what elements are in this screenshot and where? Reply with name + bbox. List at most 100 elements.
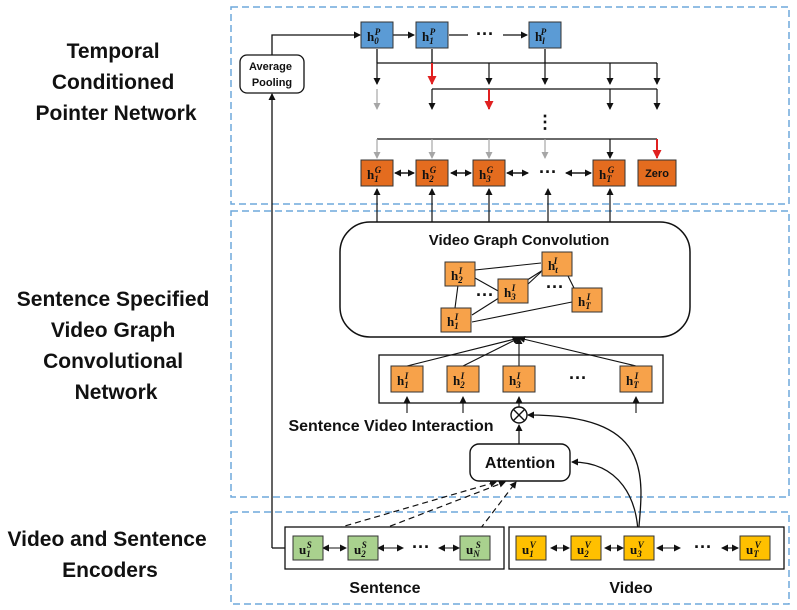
node-box bbox=[571, 287, 603, 313]
attention-box bbox=[469, 443, 571, 482]
pointer-ellipsis: ··· bbox=[476, 24, 494, 44]
section-label-bottom: Video and Sentence Encoders bbox=[7, 528, 212, 582]
node-label: hTI bbox=[626, 371, 639, 390]
node-label: uTV bbox=[746, 540, 762, 559]
zero-node bbox=[637, 159, 677, 187]
video-node: u1V bbox=[515, 535, 547, 561]
sentence-node: uNS bbox=[459, 535, 491, 561]
pointer-network-frame bbox=[230, 6, 790, 205]
node-label: h1I bbox=[447, 312, 459, 331]
node-box bbox=[570, 535, 602, 561]
video-to-attention bbox=[571, 458, 639, 537]
video-node: uTV bbox=[739, 535, 771, 561]
node-label: h3G bbox=[479, 165, 494, 184]
node-label: u1V bbox=[522, 540, 537, 559]
node-label: u1S bbox=[299, 540, 312, 559]
node-label: hTI bbox=[578, 292, 591, 311]
video-node: u2V bbox=[570, 535, 602, 561]
video-label: Video bbox=[609, 580, 653, 597]
sentence-video-interaction-label: Sentence Video Interaction bbox=[288, 418, 493, 435]
interaction-node: h2I bbox=[446, 365, 480, 393]
graph-out-node: h1G bbox=[360, 159, 394, 187]
node-box bbox=[390, 365, 424, 393]
interaction-node: hTI bbox=[619, 365, 653, 393]
inner-edge-1-T bbox=[471, 301, 573, 323]
pointer-node: h0P bbox=[360, 21, 394, 49]
inner-edge-2-1 bbox=[454, 284, 459, 309]
graph-out-node: hTG bbox=[592, 159, 626, 187]
nodes-layer: h0P h1P hlP h1G h2G h3G hTG h2I htI h3I hTI h1I h1I h… bbox=[292, 21, 771, 561]
node-label: h2I bbox=[453, 371, 465, 390]
node-label: h2G bbox=[422, 165, 437, 184]
node-label: h0P bbox=[367, 27, 381, 46]
node-box bbox=[623, 535, 655, 561]
inner-ellipsis-2: ··· bbox=[546, 277, 564, 297]
node-box bbox=[497, 278, 529, 304]
pooling-to-h0 bbox=[271, 31, 361, 55]
node-label: hTG bbox=[599, 165, 615, 184]
graph-inner-node: h1I bbox=[440, 307, 472, 333]
encoders-frame bbox=[230, 511, 790, 605]
section-label-top: Temporal Conditioned Pointer Network bbox=[35, 40, 196, 125]
graph-out-node: h3G bbox=[472, 159, 506, 187]
interaction-node: h1I bbox=[390, 365, 424, 393]
video-to-otimes bbox=[527, 411, 642, 537]
graph-inner-node: h2I bbox=[444, 261, 476, 287]
video-ellipsis: ··· bbox=[694, 537, 712, 557]
inner-ellipsis-1: ··· bbox=[476, 285, 494, 305]
node-box bbox=[440, 307, 472, 333]
video-graph-convolution-title: Video Graph Convolution bbox=[429, 232, 610, 249]
graph-conv-frame bbox=[230, 210, 790, 498]
node-label: u2S bbox=[354, 540, 367, 559]
average-pooling-label: Average Pooling bbox=[249, 61, 295, 89]
node-label: htI bbox=[548, 256, 558, 275]
interaction-to-gconv-2 bbox=[462, 337, 520, 367]
node-label: h1G bbox=[367, 165, 382, 184]
node-box bbox=[592, 159, 626, 187]
pointer-node: hlP bbox=[528, 21, 562, 49]
graph-inner-node: h3I bbox=[497, 278, 529, 304]
inner-edge-2-3 bbox=[474, 277, 501, 293]
node-box bbox=[446, 365, 480, 393]
node-box bbox=[515, 535, 547, 561]
sentence-ellipsis: ··· bbox=[412, 537, 430, 557]
interaction-ellipsis: ··· bbox=[569, 368, 587, 388]
interaction-to-gconv-4 bbox=[518, 335, 637, 367]
node-box bbox=[472, 159, 506, 187]
node-label: u3V bbox=[630, 540, 645, 559]
node-box bbox=[415, 21, 449, 49]
pointer-vertical-ellipsis: ⋮ bbox=[536, 112, 554, 132]
section-label-middle: Sentence Specified Video Graph Convoluti… bbox=[17, 288, 215, 404]
inner-edge-2-t bbox=[474, 262, 542, 271]
node-box bbox=[360, 21, 394, 49]
node-label: hlP bbox=[535, 27, 547, 46]
node-box bbox=[292, 535, 324, 561]
node-box bbox=[619, 365, 653, 393]
interaction-to-gconv-1 bbox=[406, 336, 520, 367]
node-label: h3I bbox=[504, 283, 516, 302]
sentence-node: u2S bbox=[347, 535, 379, 561]
node-box bbox=[541, 251, 573, 277]
otimes-cross-2 bbox=[512, 408, 526, 422]
node-box bbox=[528, 21, 562, 49]
video-node: u3V bbox=[623, 535, 655, 561]
inner-edge-t-3 bbox=[526, 271, 542, 286]
zero-label: Zero bbox=[645, 168, 669, 180]
sentence-label: Sentence bbox=[349, 580, 420, 597]
node-label: h1I bbox=[397, 371, 409, 390]
sentence-node: u1S bbox=[292, 535, 324, 561]
node-box bbox=[415, 159, 449, 187]
node-label: uNS bbox=[466, 540, 481, 559]
node-label: u2V bbox=[577, 540, 592, 559]
node-box bbox=[739, 535, 771, 561]
node-box bbox=[459, 535, 491, 561]
node-label: h3I bbox=[509, 371, 521, 390]
graph-inner-node: hTI bbox=[571, 287, 603, 313]
graph-out-node: h2G bbox=[415, 159, 449, 187]
interaction-node: h3I bbox=[502, 365, 536, 393]
attention-label: Attention bbox=[485, 455, 555, 472]
node-box bbox=[502, 365, 536, 393]
node-label: h1P bbox=[422, 27, 436, 46]
pointer-node: h1P bbox=[415, 21, 449, 49]
